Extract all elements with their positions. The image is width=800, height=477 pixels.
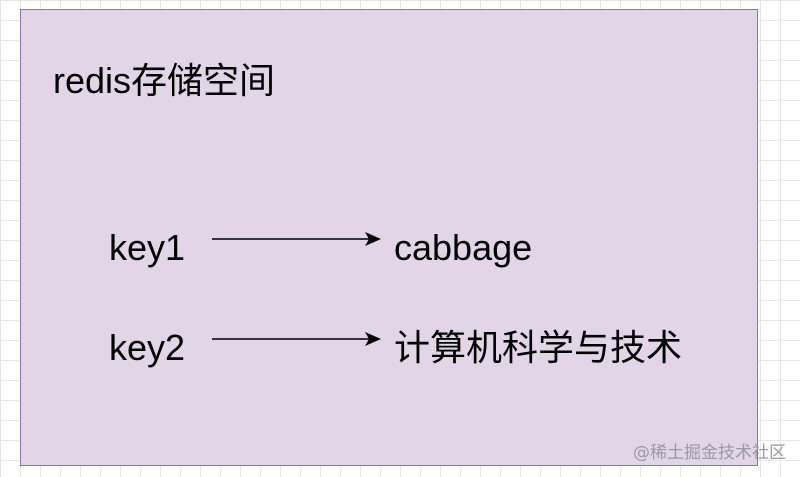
watermark: @稀土掘金技术社区 — [633, 443, 786, 463]
arrowhead-2 — [365, 332, 381, 346]
redis-storage-box: redis存储空间 key1 cabbage key2 计算机科学与技术 — [20, 9, 758, 466]
arrows-layer — [212, 232, 381, 346]
arrowhead-1 — [365, 232, 381, 246]
storage-title: redis存储空间 — [53, 60, 276, 101]
key-label-2: key2 — [109, 327, 186, 368]
value-label-1: cabbage — [394, 227, 533, 268]
arrow-key2-to-value — [212, 332, 381, 346]
value-label-2: 计算机科学与技术 — [394, 327, 683, 368]
key-label-1: key1 — [109, 227, 186, 268]
arrow-key1-to-value — [212, 232, 381, 246]
